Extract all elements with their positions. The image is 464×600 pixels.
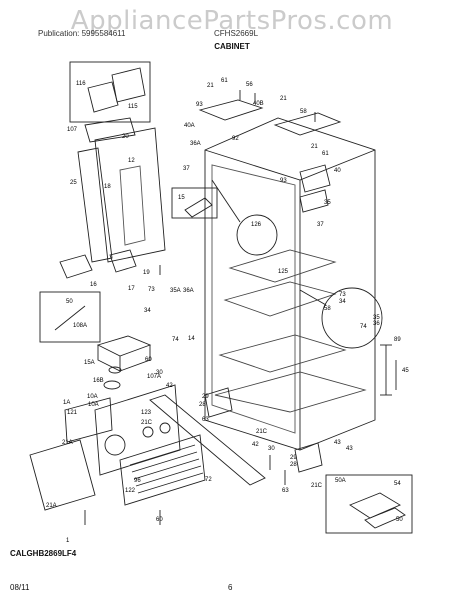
callout: 58 (324, 306, 331, 312)
callout: 108A (73, 323, 88, 329)
callout: 17 (128, 286, 135, 292)
callout: 40 (334, 168, 341, 174)
callout: 61 (322, 151, 329, 157)
footer-date: 08/11 (10, 583, 30, 592)
callout: 92 (232, 136, 239, 142)
callout: 21 (311, 144, 318, 150)
callout: 126 (251, 222, 262, 228)
callout: 43 (334, 440, 341, 446)
callout: 93 (280, 178, 287, 184)
callout: 30 (268, 446, 275, 452)
callout: 34 (339, 299, 346, 305)
callout: 16 (90, 282, 97, 288)
callout: 40A (184, 123, 195, 129)
callout: 61 (221, 78, 228, 84)
callout: 122 (125, 488, 136, 494)
callout: 93 (196, 102, 203, 108)
callout: 18 (104, 184, 111, 190)
callout: 89 (394, 337, 401, 343)
callout: 96 (134, 478, 141, 484)
callout: 54 (394, 481, 401, 487)
callout: 116 (76, 81, 86, 87)
callout: 115 (128, 104, 138, 110)
callout: 15 (178, 195, 185, 201)
callout: 15A (84, 360, 95, 366)
callout: 45 (402, 368, 409, 374)
callout: 21A (62, 440, 73, 446)
callout: 21C (141, 420, 153, 426)
callout: 73 (148, 287, 155, 293)
callout: 40B (253, 101, 264, 107)
callout: 60 (145, 357, 152, 363)
callout: 12 (128, 158, 135, 164)
callout: 36 (373, 321, 380, 327)
callout: 29 (202, 394, 209, 400)
callout: 60 (156, 517, 163, 523)
callout: 58 (300, 109, 307, 115)
model-number: CFHS2669L (214, 29, 259, 38)
callout: 21A (46, 503, 57, 509)
callout: 74 (172, 337, 179, 343)
callout: 20 (122, 134, 129, 140)
callout: 50 (66, 299, 73, 305)
section-title: CABINET (214, 42, 250, 51)
page-number: 6 (228, 583, 233, 592)
callout: 107A (147, 374, 162, 380)
callout: 107 (67, 127, 78, 133)
callout: 1 (66, 538, 70, 544)
callout: 28 (199, 402, 206, 408)
callout: 1A (63, 400, 71, 406)
callout: 10A (88, 402, 99, 408)
callout: 35 (324, 200, 331, 206)
callout: 21C (311, 483, 323, 489)
callout: 28 (290, 462, 297, 468)
callout: 21C (256, 429, 268, 435)
callout: 21 (207, 83, 214, 89)
callout: 35A (170, 288, 181, 294)
callout: 121 (67, 410, 78, 416)
callout: 123 (141, 410, 152, 416)
callout: 21 (280, 96, 287, 102)
callout: 25 (70, 180, 77, 186)
callout: 19 (143, 270, 150, 276)
publication-number: Publication: 5995584611 (38, 29, 126, 38)
callout: 14 (188, 336, 195, 342)
callout: 125 (278, 269, 289, 275)
callout: 35 (373, 315, 380, 321)
callout: 37 (317, 222, 324, 228)
callout: 50 (396, 517, 403, 523)
callout: 56 (246, 82, 253, 88)
callout: 74 (360, 324, 367, 330)
callout: 42 (166, 383, 173, 389)
callout: 16B (93, 378, 104, 384)
callout: 30 (156, 370, 163, 376)
callout: 36A (190, 141, 201, 147)
callout: 10A (87, 394, 98, 400)
callout: 34 (144, 308, 151, 314)
callout: 63 (282, 488, 289, 494)
diagram-code: CALGHB2869LF4 (10, 549, 77, 558)
callout: 36A (183, 288, 194, 294)
callout: 63 (202, 417, 209, 423)
callout: 50A (335, 478, 346, 484)
callout: 43 (346, 446, 353, 452)
callout: 73 (339, 292, 346, 298)
callout: 37 (183, 166, 190, 172)
callout: 42 (252, 442, 259, 448)
callout: 72 (205, 477, 212, 483)
callout: 29 (290, 455, 297, 461)
